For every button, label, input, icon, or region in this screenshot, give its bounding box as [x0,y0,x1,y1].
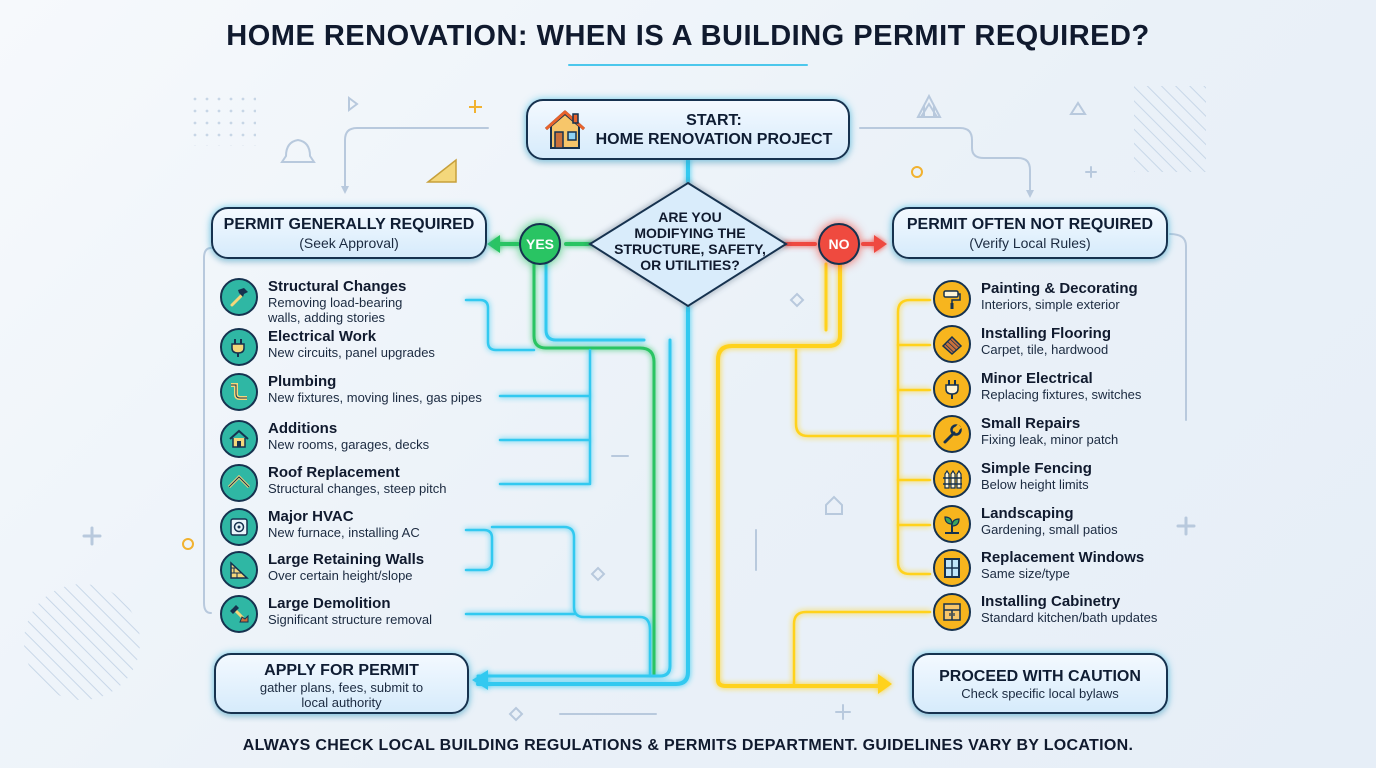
item-title: Structural Changes [268,278,407,295]
item-title: Plumbing [268,373,337,390]
item-title: Simple Fencing [981,460,1092,477]
item-title: Electrical Work [268,328,377,345]
wrench-icon [933,415,971,453]
permit-not-required-title: PERMIT OFTEN NOT REQUIRED [906,216,1154,233]
decision-line: STRUCTURE, SAFETY, [614,241,766,257]
item-title: Replacement Windows [981,549,1145,566]
hammer-icon [220,278,258,316]
start-label: START: [686,112,742,129]
item-description-line: Replacing fixtures, switches [981,387,1142,402]
title-underline [568,64,808,66]
item-description-line: Same size/type [981,566,1070,581]
apply-description-line: local authority [301,695,382,710]
item-title: Painting & Decorating [981,280,1138,297]
no-node: NO [818,223,860,265]
item-description-line: Gardening, small patios [981,522,1118,537]
decision-line: OR UTILITIES? [640,257,740,273]
item-title: Large Retaining Walls [268,551,425,568]
plant-icon [933,505,971,543]
permit-not-required-heading: PERMIT OFTEN NOT REQUIRED (Verify Local … [892,207,1168,259]
item-description-line: Carpet, tile, hardwood [981,342,1109,357]
item-description-line: New furnace, installing AC [268,525,420,540]
yes-node: YES [519,223,561,265]
apply-for-permit-box: APPLY FOR PERMIT gather plans, fees, sub… [214,653,469,714]
permit-required-subtitle: (Seek Approval) [299,235,399,251]
demolition-icon [220,595,258,633]
item-description-line: Fixing leak, minor patch [981,432,1119,447]
permit-required-title: PERMIT GENERALLY REQUIRED [223,216,475,233]
roof-icon [220,464,258,502]
item-title: Small Repairs [981,415,1081,432]
item-description-line: Removing load-bearing [268,295,403,310]
footer-note: ALWAYS CHECK LOCAL BUILDING REGULATIONS … [242,737,1134,754]
house-icon [220,420,258,458]
item-description: Removing load-bearing walls, adding stor… [268,295,402,325]
item-description-line: Standard kitchen/bath updates [981,610,1158,625]
item-description-line: Structural changes, steep pitch [268,481,447,496]
item-description-line: Over certain height/slope [268,568,413,583]
item-description-line: Significant structure removal [268,612,433,627]
page-title: HOME RENOVATION: WHEN IS A BUILDING PERM… [226,20,1150,52]
item-description-line: New circuits, panel upgrades [268,345,435,360]
plug-icon [933,370,971,408]
permit-required-heading: PERMIT GENERALLY REQUIRED (Seek Approval… [211,207,487,259]
item-title: Landscaping [981,505,1074,522]
fence-icon [933,460,971,498]
paint-roller-icon [933,280,971,318]
item-title: Major HVAC [268,508,354,525]
caution-title: PROCEED WITH CAUTION [939,668,1141,685]
window-icon [933,549,971,587]
caution-description-line: Check specific local bylaws [961,686,1119,701]
retaining-wall-icon [220,551,258,589]
item-title: Installing Flooring [981,325,1111,342]
item-description-line: walls, adding stories [268,310,386,325]
permit-not-required-subtitle: (Verify Local Rules) [969,235,1091,251]
decision-line: ARE YOU [658,209,722,225]
item-title: Additions [268,420,338,437]
house-icon [544,110,586,149]
item-title: Large Demolition [268,595,391,612]
start-project-label: HOME RENOVATION PROJECT [595,131,833,148]
hvac-icon [220,508,258,546]
decision-question: ARE YOU MODIFYING THE STRUCTURE, SAFETY,… [614,209,766,273]
apply-title: APPLY FOR PERMIT [264,662,419,679]
item-description-line: Interiors, simple exterior [981,297,1120,312]
flooring-icon [933,325,971,363]
item-title: Minor Electrical [981,370,1093,387]
start-box: START: HOME RENOVATION PROJECT [526,99,850,160]
plug-icon [220,328,258,366]
item-description-line: New rooms, garages, decks [268,437,430,452]
cabinet-icon [933,593,971,631]
item-title: Roof Replacement [268,464,400,481]
item-description-line: Below height limits [981,477,1089,492]
item-title: Installing Cabinetry [981,593,1121,610]
pipe-icon [220,373,258,411]
proceed-with-caution-box: PROCEED WITH CAUTION Check specific loca… [912,653,1168,714]
item-description-line: New fixtures, moving lines, gas pipes [268,390,482,405]
decision-line: MODIFYING THE [634,225,746,241]
apply-description-line: gather plans, fees, submit to [259,680,424,695]
